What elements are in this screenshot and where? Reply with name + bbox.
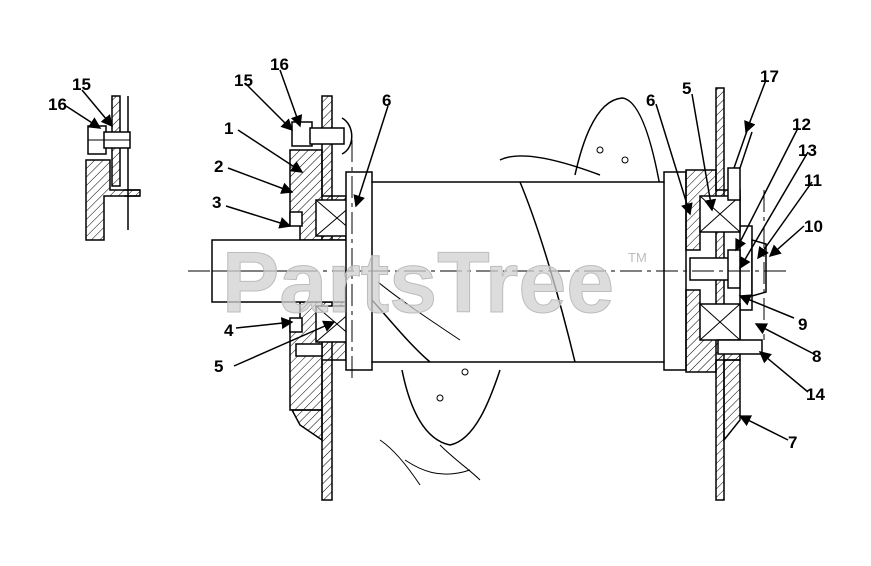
callout-17: 17 [760, 67, 779, 86]
callout-1: 1 [224, 119, 233, 138]
watermark-logo: PartsTree [222, 235, 614, 331]
callout-16-main: 16 [270, 55, 289, 74]
inset-detail [85, 95, 141, 241]
callout-7: 7 [788, 433, 797, 452]
right-housing [685, 87, 767, 501]
callout-12: 12 [792, 115, 811, 134]
callout-6-left: 6 [382, 91, 391, 110]
callout-8: 8 [812, 347, 821, 366]
leader-lines [65, 69, 815, 441]
callout-16-inset: 16 [48, 95, 67, 114]
watermark-trademark: TM [628, 250, 647, 265]
callout-15-inset: 15 [72, 75, 91, 94]
callout-2: 2 [214, 157, 223, 176]
callouts: 15 16 15 16 1 2 3 6 4 5 6 5 17 12 13 11 … [48, 55, 825, 452]
callout-14: 14 [806, 385, 825, 404]
callout-11: 11 [804, 171, 822, 190]
callout-15-main: 15 [234, 71, 253, 90]
callout-6-right: 6 [646, 91, 655, 110]
callout-5-left: 5 [214, 357, 223, 376]
callout-10: 10 [804, 217, 823, 236]
callout-4: 4 [224, 321, 234, 340]
callout-9: 9 [798, 315, 807, 334]
callout-13: 13 [798, 141, 817, 160]
callout-3: 3 [212, 193, 221, 212]
callout-5-right: 5 [682, 79, 691, 98]
